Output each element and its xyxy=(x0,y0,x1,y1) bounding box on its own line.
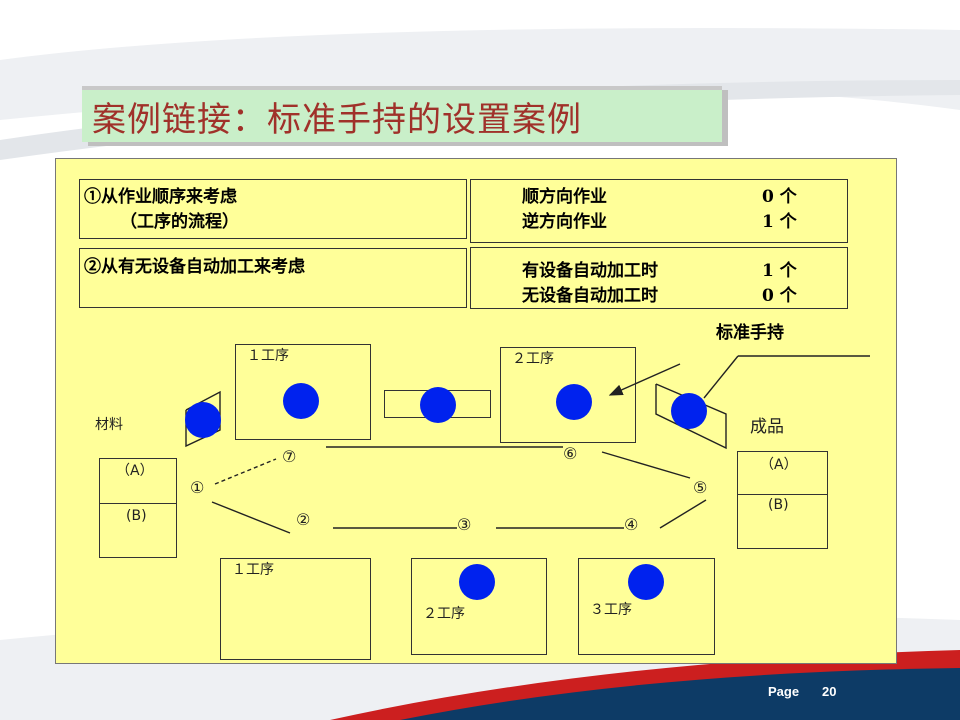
callout-leader xyxy=(703,355,739,399)
lower-process-2-label: ２工序 xyxy=(423,606,465,622)
step-marker-4: ④ xyxy=(624,515,639,534)
wip-circle-standard xyxy=(671,393,707,429)
lower-process-3-box xyxy=(578,558,715,655)
criteria-box-1 xyxy=(79,179,467,239)
flow-lines xyxy=(211,355,870,534)
wip-items xyxy=(185,383,707,600)
page-title: 案例链接：标准手持的设置案例 xyxy=(92,100,582,140)
rule-box-2 xyxy=(470,247,848,309)
wip-circle-lower-3 xyxy=(628,564,664,600)
rule-2-row2-value: 0 个 xyxy=(762,286,797,306)
flow-line-6b xyxy=(601,451,691,479)
wip-circle-conveyor xyxy=(420,387,456,423)
lower-process-2-box xyxy=(411,558,547,655)
criteria-2-line1: ②从有无设备自动加工来考虑 xyxy=(84,257,305,277)
rule-1-row1-value: 0 个 xyxy=(762,187,797,207)
rule-1-row2-label: 逆方向作业 xyxy=(522,212,607,232)
upper-process-1-box xyxy=(235,344,371,440)
criteria-box-2 xyxy=(79,248,467,308)
flow-line-2 xyxy=(211,501,291,534)
step-marker-7: ⑦ xyxy=(282,447,297,466)
page-label: Page xyxy=(768,684,800,699)
rule-2-row1-value: 1 个 xyxy=(762,261,797,281)
product-box-top: （A） xyxy=(760,457,798,473)
step-marker-2: ② xyxy=(296,510,311,529)
criteria-1-line1: ①从作业顺序来考虑 xyxy=(84,187,237,207)
product-box-divider xyxy=(737,494,827,495)
upper-process-2-label: ２工序 xyxy=(512,351,554,367)
flow-line-7 xyxy=(214,458,277,485)
criteria-1-line2: （工序的流程） xyxy=(120,212,239,232)
product-label: 成品 xyxy=(750,417,784,437)
page-number: 20 xyxy=(822,684,837,699)
lower-process-3-label: ３工序 xyxy=(590,602,632,618)
step-marker-5: ⑤ xyxy=(693,478,708,497)
rule-2-row1-label: 有设备自动加工时 xyxy=(522,261,658,281)
wip-circle-lower-2 xyxy=(459,564,495,600)
upper-process-1-label: １工序 xyxy=(247,348,289,364)
wip-circle-upper-1 xyxy=(283,383,319,419)
wip-holder-left xyxy=(185,390,221,448)
flow-line-5 xyxy=(659,499,707,529)
material-box-divider xyxy=(99,503,176,504)
rule-1-row2-value: 1 个 xyxy=(762,212,797,232)
material-box xyxy=(99,458,177,558)
material-box-bottom: (B) xyxy=(126,508,147,524)
step-marker-1: ① xyxy=(190,478,205,497)
standard-wip-label: 标准手持 xyxy=(716,323,784,343)
rule-1-row1-label: 顺方向作业 xyxy=(522,187,607,207)
wip-holders xyxy=(185,383,727,450)
step-marker-6: ⑥ xyxy=(563,444,578,463)
wip-circle-material xyxy=(185,402,221,438)
step-marker-3: ③ xyxy=(457,515,472,534)
title-banner xyxy=(82,86,722,142)
material-label: 材料 xyxy=(95,417,123,433)
wip-circle-upper-2 xyxy=(556,384,592,420)
product-box xyxy=(737,451,828,549)
callout-arrow xyxy=(608,363,681,396)
lower-process-1-label: １工序 xyxy=(232,562,274,578)
rule-2-row2-label: 无设备自动加工时 xyxy=(522,286,658,306)
upper-process-2-box xyxy=(500,347,636,443)
lower-process-1-box xyxy=(220,558,371,660)
material-box-top: （A） xyxy=(116,463,154,479)
rule-box-1 xyxy=(470,179,848,243)
product-box-bottom: (B) xyxy=(768,497,789,513)
